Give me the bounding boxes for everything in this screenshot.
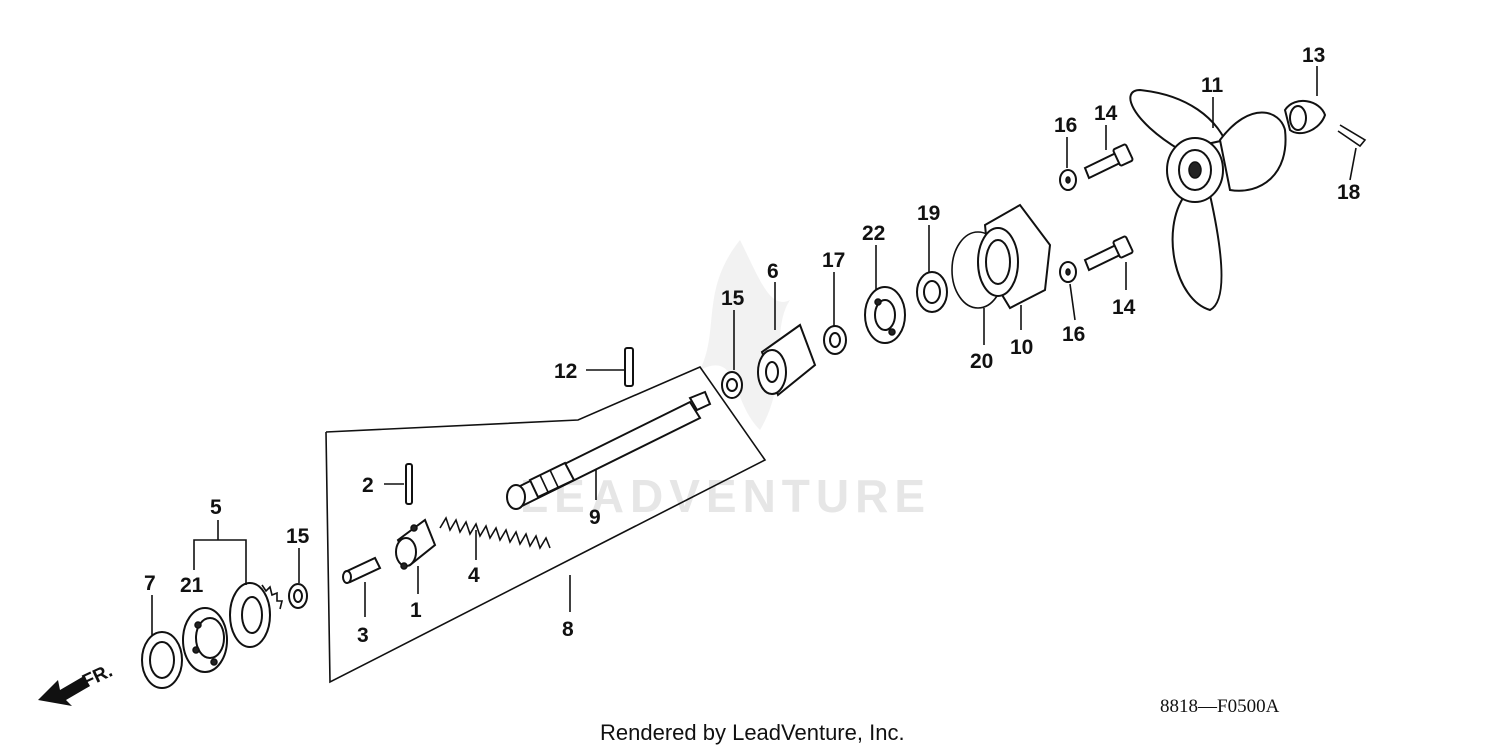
washer-16b[interactable] — [1059, 261, 1077, 283]
bolt-14b[interactable] — [1083, 235, 1134, 272]
callout-14b: 14 — [1112, 296, 1136, 319]
shift-pin[interactable] — [405, 463, 413, 505]
callout-8: 8 — [562, 618, 574, 641]
callout-1: 1 — [410, 599, 422, 622]
callout-2: 2 — [362, 474, 374, 497]
bolt-14a[interactable] — [1083, 143, 1134, 180]
callout-11: 11 — [1201, 74, 1224, 97]
callout-5: 5 — [210, 496, 222, 519]
callout-9: 9 — [589, 506, 601, 529]
clutch-shifter[interactable] — [395, 518, 437, 570]
needle-bearing-19[interactable] — [916, 271, 948, 313]
propeller[interactable] — [1129, 88, 1287, 312]
callout-15a: 15 — [286, 525, 310, 548]
forward-gear[interactable] — [229, 582, 284, 648]
callout-20: 20 — [970, 350, 993, 373]
front-arrow-icon — [38, 676, 90, 706]
callout-7: 7 — [144, 572, 156, 595]
callout-16a: 16 — [1054, 114, 1077, 137]
watermark-text: LEADVENTURE — [520, 470, 931, 522]
callout-14a: 14 — [1094, 102, 1118, 125]
callout-3: 3 — [357, 624, 369, 647]
propeller-shaft-holder[interactable] — [977, 203, 1052, 310]
oil-seal[interactable] — [141, 631, 183, 689]
propeller-shaft[interactable] — [506, 390, 712, 510]
callout-16b: 16 — [1062, 323, 1085, 346]
callout-22: 22 — [862, 222, 885, 245]
callout-6: 6 — [767, 260, 779, 283]
callout-18: 18 — [1337, 181, 1361, 204]
callout-17: 17 — [822, 249, 845, 272]
thrust-washer-17[interactable] — [823, 325, 847, 355]
thrust-washer-15b[interactable] — [721, 371, 743, 399]
leader-lines — [151, 66, 1357, 635]
shaft-pin[interactable] — [624, 347, 634, 387]
shaft-assembly-bracket — [325, 366, 767, 684]
callout-19: 19 — [917, 202, 940, 225]
cotter-pin[interactable] — [1337, 124, 1367, 148]
spring[interactable] — [439, 516, 551, 550]
shift-slider[interactable] — [342, 556, 382, 584]
ball-bearing-21[interactable] — [182, 607, 228, 673]
reverse-gear[interactable] — [757, 323, 817, 397]
propeller-nut[interactable] — [1283, 100, 1327, 135]
callout-21: 21 — [180, 574, 204, 597]
figure-code: 8818—F0500A — [1160, 696, 1280, 717]
credit-text: Rendered by LeadVenture, Inc. — [600, 720, 905, 745]
callout-15b: 15 — [721, 287, 745, 310]
ball-bearing-22[interactable] — [864, 286, 906, 344]
callout-13: 13 — [1302, 44, 1325, 67]
washer-16a[interactable] — [1059, 169, 1077, 191]
callout-12: 12 — [554, 360, 577, 383]
thrust-washer-15a[interactable] — [288, 583, 308, 609]
callout-10: 10 — [1010, 336, 1033, 359]
callout-4: 4 — [468, 564, 480, 587]
